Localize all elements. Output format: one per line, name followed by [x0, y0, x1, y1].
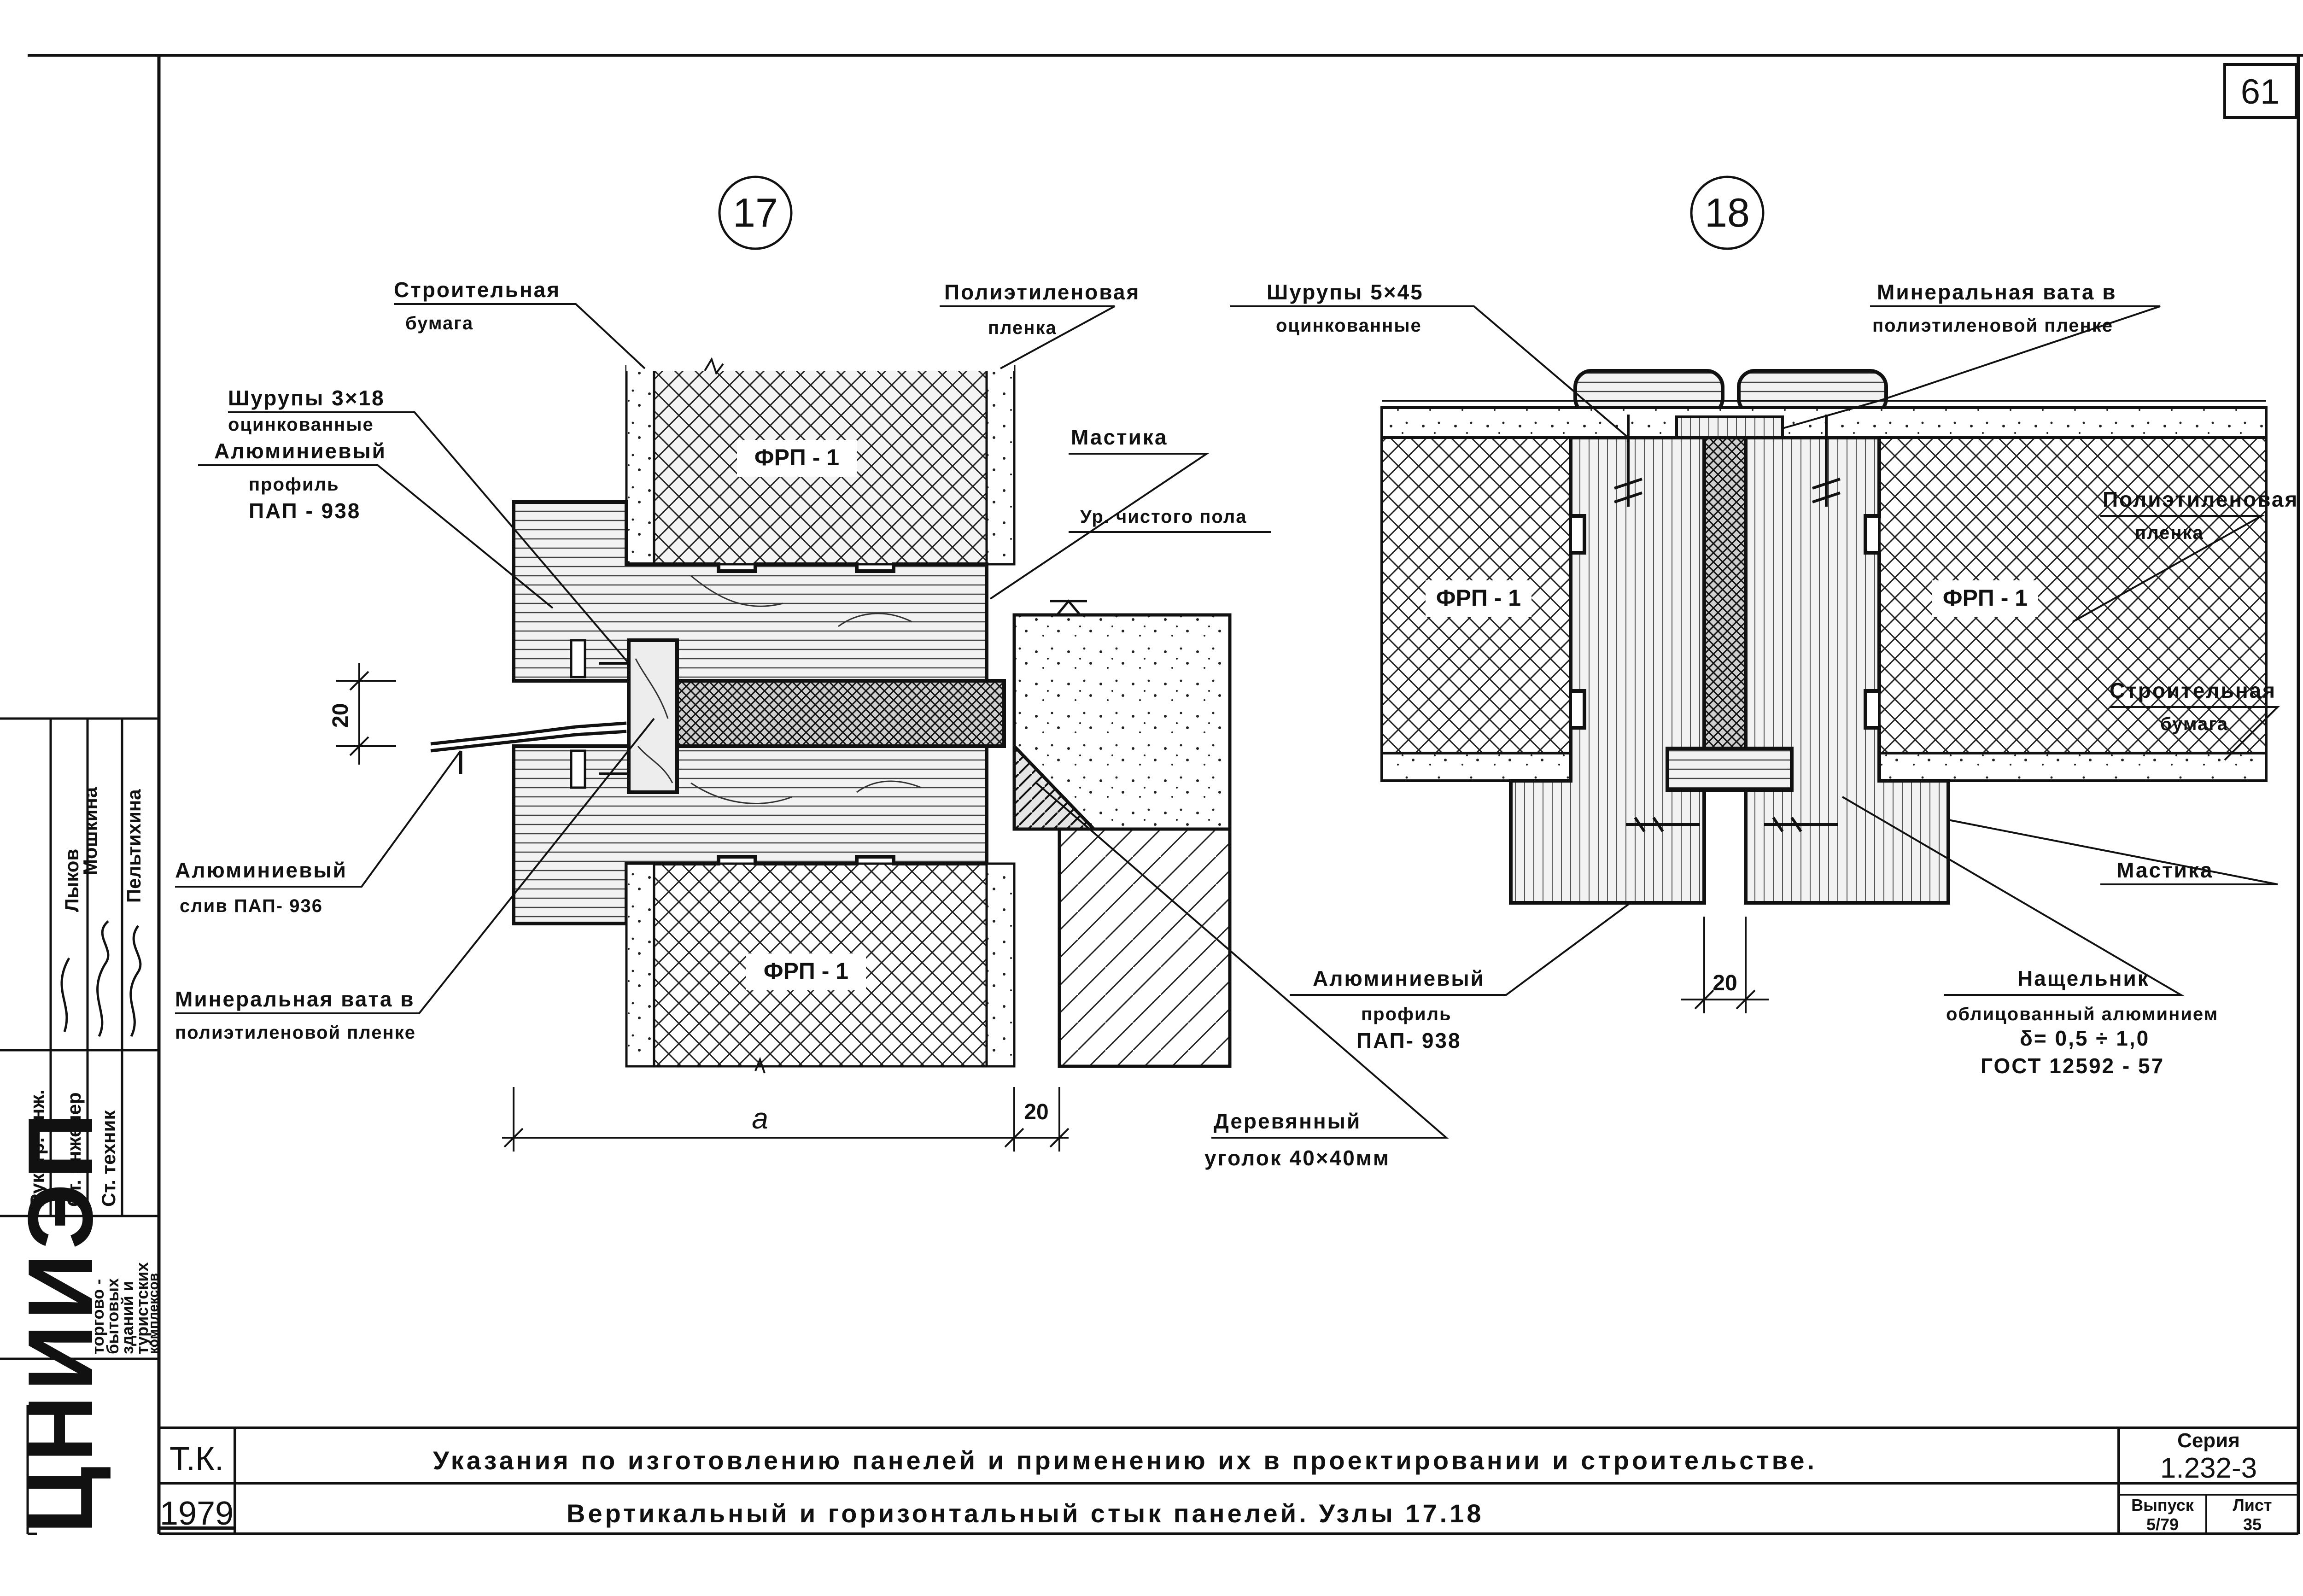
left-al-profile-18 [1509, 436, 1706, 905]
node-17-leaders [175, 303, 1449, 1139]
label-al-profile-17-1: Алюминиевый [214, 439, 386, 463]
stamp-year: 1979 [160, 1495, 234, 1532]
right-al-profile-18 [1744, 436, 1950, 905]
sheet-label: Лист [2233, 1496, 2272, 1514]
issue-label: Выпуск [2131, 1496, 2194, 1514]
series-label: Серия [2177, 1429, 2240, 1452]
center-mineral-wool [1702, 436, 1748, 750]
label-drip-2: слив ПАП- 936 [180, 896, 323, 916]
drip-flashing [430, 721, 627, 774]
signature-name-1: Лыков [61, 849, 82, 912]
title-line-2: Вертикальный и горизонтальный стык панел… [567, 1499, 1484, 1528]
sheet-number: 61 [2241, 72, 2280, 111]
label-screws-18-2: оцинкованные [1276, 316, 1422, 336]
label-building-paper-18-1: Строительная [2110, 678, 2276, 702]
signature-role-2: Ст. инженер [63, 1092, 85, 1207]
org-desc-4: туристских [133, 1262, 152, 1354]
label-mastic-17: Мастика [1071, 425, 1168, 449]
node-18-leaders [1230, 305, 2280, 996]
fill-frp1-right: ФРП - 1 [1943, 585, 2028, 611]
fill-frp1-left: ФРП - 1 [1436, 585, 1521, 611]
sheet-frame [28, 54, 2303, 1535]
node-17-number: 17 [733, 190, 778, 235]
screw-head-17b [570, 749, 586, 789]
label-mineral-wool-17-1: Минеральная вата в [175, 987, 415, 1011]
node-18-screws [1614, 415, 1841, 832]
screw-head-17 [570, 639, 586, 678]
issue-value: 5/79 [2146, 1515, 2179, 1534]
title-block [159, 1426, 2298, 1534]
dim-joint-17: 20 [328, 703, 353, 728]
signature-name-3: Пельтихина [123, 789, 145, 903]
org-name: ЦНИИЭП [9, 1108, 112, 1534]
top-plaster-layer [1380, 406, 2268, 439]
label-wood-angle-1: Деревянный [1214, 1109, 1361, 1133]
upper-al-profile [512, 500, 988, 683]
label-floor-level: Ур. чистого пола [1080, 507, 1247, 527]
label-mineral-wool-18-2: полиэтиленовой пленке [1872, 316, 2113, 336]
label-cover-strip-3: δ= 0,5 ÷ 1,0 [2020, 1026, 2150, 1050]
dim-gap-17: 20 [1024, 1100, 1048, 1124]
label-al-profile-18-2: профиль [1361, 1004, 1452, 1024]
label-drip-1: Алюминиевый [175, 858, 347, 882]
cover-strip [1666, 747, 1794, 792]
label-screws-18-1: Шурупы 5×45 [1267, 280, 1424, 304]
center-wool-cap [1675, 415, 1784, 439]
label-building-paper-17-1: Строительная [394, 278, 561, 302]
floor-slab [1012, 599, 1232, 1068]
label-cover-strip-2: облицованный алюминием [1946, 1004, 2218, 1024]
fill-frp1-lower: ФРП - 1 [764, 958, 848, 984]
org-desc-2: бытовых [103, 1278, 122, 1354]
title-line-1: Указания по изготовлению панелей и приме… [433, 1446, 1817, 1475]
lower-frp-panel [625, 862, 1016, 1074]
fill-frp1-upper: ФРП - 1 [754, 444, 839, 470]
label-wood-angle-2: уголок 40×40мм [1204, 1146, 1390, 1170]
label-al-profile-17-2: профиль [249, 474, 339, 495]
screw-shanks-17 [599, 662, 629, 775]
label-mastic-18: Мастика [2116, 858, 2213, 882]
wooden-insert [627, 638, 679, 794]
label-al-profile-17-3: ПАП - 938 [249, 499, 361, 523]
signature-role-1: Рук. гр. инж. [26, 1089, 48, 1207]
label-screws-17-2: оцинкованные [228, 415, 374, 435]
org-desc-5: комплексов [146, 1273, 161, 1354]
label-al-profile-18-3: ПАП- 938 [1356, 1029, 1461, 1052]
signature-strokes [60, 920, 142, 1037]
node-17-dimensions [336, 663, 1070, 1152]
label-cover-strip-4: ГОСТ 12592 - 57 [1981, 1054, 2164, 1078]
sheet-value: 35 [2243, 1515, 2262, 1534]
node-18-badge [1690, 175, 1765, 250]
node-18-number: 18 [1705, 190, 1750, 235]
node-18: 18 ФРП - 1 ФРП - 1 [1230, 175, 2298, 1078]
label-building-paper-18-2: бумага [2160, 714, 2228, 734]
bottom-plaster-layer [1380, 752, 1572, 782]
label-cover-strip-1: Нащельник [2017, 966, 2150, 990]
label-poly-film-17-1: Полиэтиленовая [944, 280, 1140, 304]
stamp-sign: Т.К. [170, 1441, 224, 1478]
dim-gap-18: 20 [1713, 971, 1737, 995]
node-17: 17 ФРП - 1 ФРП - [175, 175, 1449, 1170]
node-18-dimensions [1681, 917, 1769, 1013]
series-value: 1.232-3 [2160, 1452, 2257, 1484]
label-screws-17-1: Шурупы 3×18 [228, 386, 385, 410]
org-desc-3: зданий и [118, 1281, 137, 1354]
label-poly-film-18-2: пленка [2135, 523, 2204, 543]
dim-a: a [752, 1102, 768, 1135]
label-mineral-wool-18-1: Минеральная вата в [1877, 280, 2117, 304]
org-desc-1: торгово - [88, 1279, 107, 1354]
signature-name-2: Мошкина [79, 787, 101, 875]
label-mineral-wool-17-2: полиэтиленовой пленке [175, 1023, 416, 1043]
upper-frp-panel [625, 357, 1016, 566]
label-poly-film-17-2: пленка [988, 318, 1057, 338]
label-poly-film-18-1: Полиэтиленовая [2103, 487, 2298, 511]
mineral-wool-strip [675, 679, 1006, 748]
node-17-badge [718, 175, 793, 250]
bottom-plaster-layer-right [1878, 752, 2268, 782]
label-al-profile-18-1: Алюминиевый [1313, 966, 1485, 990]
signature-role-3: Ст. техник [98, 1110, 119, 1207]
label-building-paper-17-2: бумага [405, 313, 473, 333]
side-stamp: Рук. гр. инж. Ст. инженер Ст. техник Лык… [0, 717, 161, 1535]
